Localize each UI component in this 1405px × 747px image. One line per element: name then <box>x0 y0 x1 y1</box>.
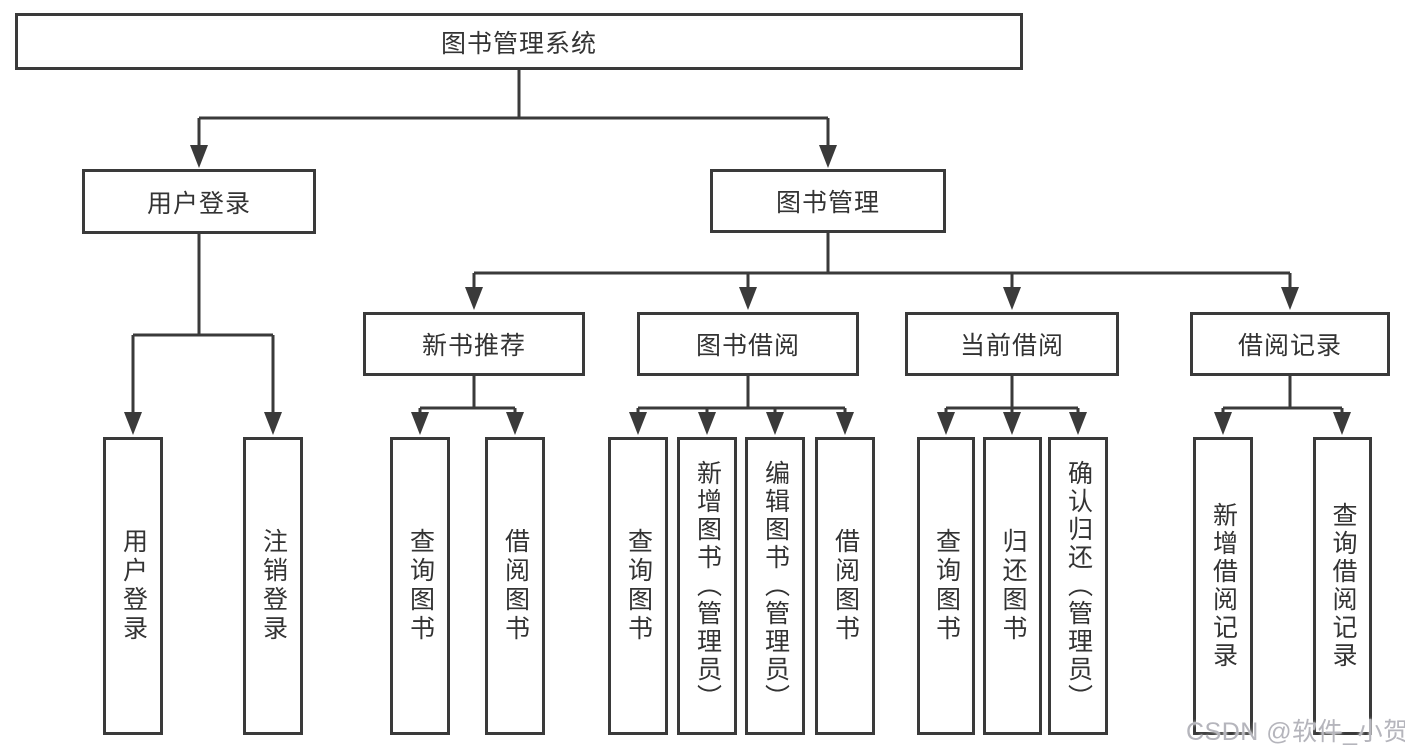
leaf-confirm-return-admin-label: 确认归还（管理员） <box>1064 460 1093 712</box>
node-book-borrow-label: 图书借阅 <box>695 332 800 360</box>
node-user-login-branch-label: 用户登录 <box>146 189 251 218</box>
leaf-user-login: 用户登录 <box>103 437 163 735</box>
node-system-root: 图书管理系统 <box>15 13 1023 70</box>
leaf-user-login-label: 用户登录 <box>119 528 148 644</box>
node-book-management-branch-label: 图书管理 <box>775 189 880 217</box>
node-user-login-branch: 用户登录 <box>82 169 316 234</box>
leaf-recommend-query-book-label: 查询图书 <box>406 528 435 644</box>
leaf-current-query-book-label: 查询图书 <box>932 528 961 644</box>
leaf-logout: 注销登录 <box>243 437 303 735</box>
leaf-borrow-query-book: 查询图书 <box>608 437 668 735</box>
leaf-current-query-book: 查询图书 <box>917 437 975 735</box>
leaf-borrow-query-book-label: 查询图书 <box>624 528 653 644</box>
node-borrow-record-label: 借阅记录 <box>1237 332 1342 360</box>
node-current-borrow-label: 当前借阅 <box>959 332 1064 360</box>
leaf-edit-book-admin: 编辑图书（管理员） <box>745 437 805 735</box>
leaf-return-book: 归还图书 <box>983 437 1042 735</box>
leaf-add-borrow-record: 新增借阅记录 <box>1193 437 1253 735</box>
leaf-query-borrow-record: 查询借阅记录 <box>1313 437 1372 735</box>
node-new-book-recommend: 新书推荐 <box>363 312 585 376</box>
arrowheads <box>124 145 1351 435</box>
leaf-recommend-query-book: 查询图书 <box>390 437 450 735</box>
leaf-recommend-borrow-book: 借阅图书 <box>485 437 545 735</box>
leaf-return-book-label: 归还图书 <box>999 528 1027 644</box>
csdn-watermark: CSDN @软件_小贺同学 <box>1186 718 1405 746</box>
node-book-borrow: 图书借阅 <box>637 312 859 376</box>
leaf-borrow-book: 借阅图书 <box>815 437 875 735</box>
leaf-logout-label: 注销登录 <box>259 528 288 644</box>
node-borrow-record: 借阅记录 <box>1190 312 1390 376</box>
leaf-add-book-admin: 新增图书（管理员） <box>677 437 737 735</box>
node-book-management-branch: 图书管理 <box>710 169 946 233</box>
leaf-add-borrow-record-label: 新增借阅记录 <box>1209 502 1238 670</box>
leaf-confirm-return-admin: 确认归还（管理员） <box>1048 437 1108 735</box>
node-new-book-recommend-label: 新书推荐 <box>421 332 526 360</box>
leaf-query-borrow-record-label: 查询借阅记录 <box>1329 502 1357 670</box>
leaf-recommend-borrow-book-label: 借阅图书 <box>501 528 530 644</box>
node-system-root-label: 图书管理系统 <box>440 29 597 58</box>
leaf-add-book-admin-label: 新增图书（管理员） <box>693 460 722 712</box>
node-current-borrow: 当前借阅 <box>905 312 1119 376</box>
leaf-edit-book-admin-label: 编辑图书（管理员） <box>761 460 790 712</box>
leaf-borrow-book-label: 借阅图书 <box>831 528 860 644</box>
